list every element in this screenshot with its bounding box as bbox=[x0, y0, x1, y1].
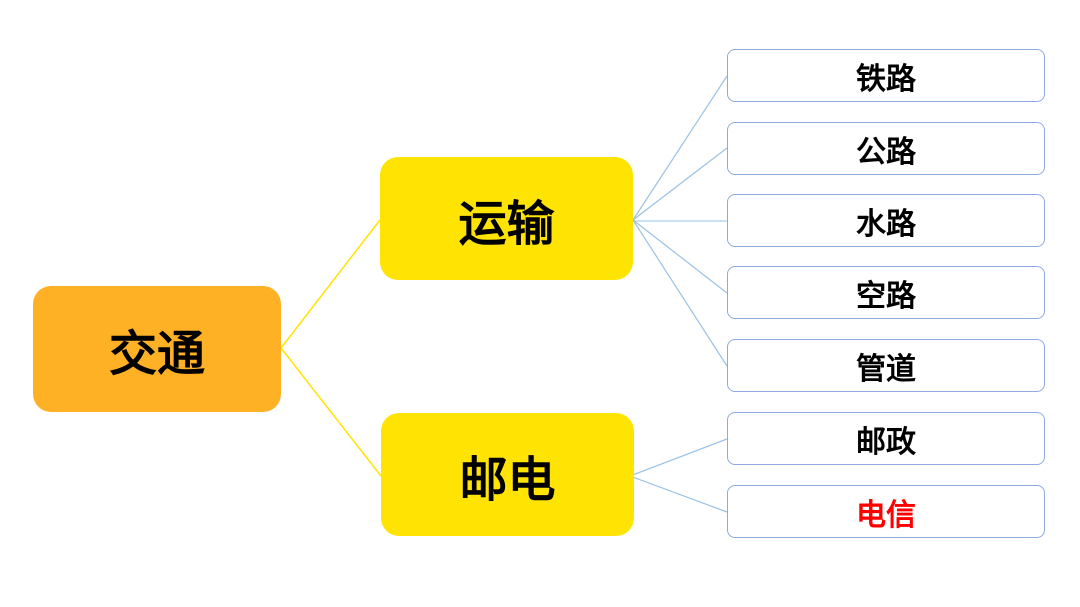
node-pipeline: 管道 bbox=[727, 339, 1045, 392]
edge-transport-airway bbox=[632, 219, 728, 294]
node-highway: 公路 bbox=[727, 122, 1045, 175]
edge-transport-highway bbox=[632, 147, 728, 221]
edge-post-telecom-telecom bbox=[629, 475, 728, 513]
node-waterway: 水路 bbox=[727, 194, 1045, 247]
node-pipeline-label: 管道 bbox=[856, 352, 916, 386]
node-waterway-label: 水路 bbox=[856, 207, 916, 241]
node-post-telecom-label: 邮电 bbox=[459, 453, 556, 507]
node-railway-label: 铁路 bbox=[856, 62, 916, 96]
node-telecom: 电信 bbox=[727, 485, 1045, 538]
node-airway: 空路 bbox=[727, 266, 1045, 319]
node-post-telecom: 邮电 bbox=[381, 413, 634, 536]
node-traffic-label: 交通 bbox=[108, 328, 205, 381]
edge-traffic-post-telecom bbox=[280, 347, 382, 477]
edge-transport-railway bbox=[632, 75, 728, 221]
node-postal-label: 邮政 bbox=[856, 425, 916, 459]
node-airway-label: 空路 bbox=[856, 279, 916, 313]
node-transport: 运输 bbox=[380, 157, 633, 280]
node-postal: 邮政 bbox=[727, 412, 1045, 465]
node-traffic: 交通 bbox=[33, 286, 281, 412]
node-transport-label: 运输 bbox=[458, 197, 555, 251]
edge-transport-pipeline bbox=[632, 219, 728, 367]
node-highway-label: 公路 bbox=[856, 135, 916, 169]
edge-traffic-transport bbox=[280, 219, 381, 349]
node-telecom-label: 电信 bbox=[856, 498, 916, 532]
edge-post-telecom-postal bbox=[629, 438, 728, 477]
node-railway: 铁路 bbox=[727, 49, 1045, 102]
